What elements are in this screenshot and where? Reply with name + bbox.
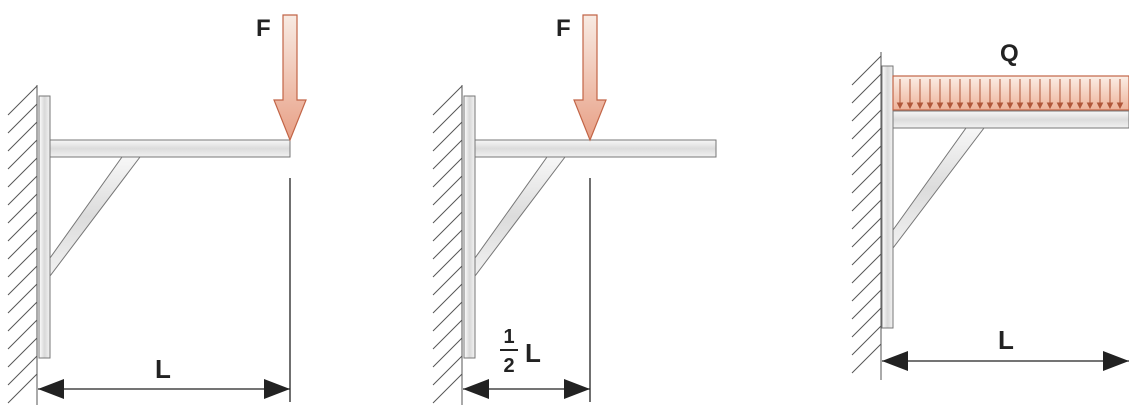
udl-arrow-head (1066, 102, 1074, 110)
udl-arrow-head (1096, 102, 1104, 110)
udl-arrow-head (1086, 102, 1094, 110)
dimension-label: L (525, 338, 541, 368)
udl-arrow-head (1106, 102, 1114, 110)
dimension-fraction-denominator: 2 (503, 355, 514, 377)
udl-arrow-head (936, 102, 944, 110)
wall-hatching (7, 85, 38, 405)
udl-arrow-head (1076, 102, 1084, 110)
udl-arrow-head (926, 102, 934, 110)
dimension-arrowhead-right (264, 379, 290, 399)
wall-hatching (432, 85, 463, 405)
udl-arrow-head (956, 102, 964, 110)
udl-arrow-head (966, 102, 974, 110)
wall-plate (38, 95, 51, 359)
beam (474, 139, 717, 158)
load-label: F (556, 15, 571, 42)
udl-arrow-head (1056, 102, 1064, 110)
load-label: F (256, 15, 271, 42)
brace-strut (892, 127, 986, 250)
dimension-arrowhead-left (463, 379, 489, 399)
dimension-arrowhead-left (38, 379, 64, 399)
wall-plate (463, 95, 476, 359)
brace-strut (474, 156, 567, 278)
udl-arrow-head (1006, 102, 1014, 110)
dimension-arrowhead-right (1103, 351, 1129, 371)
udl-arrow-head (896, 102, 904, 110)
udl-arrow-head (916, 102, 924, 110)
point-load-arrow (573, 14, 607, 142)
load-label: Q (1000, 40, 1019, 67)
udl-arrow-head (1036, 102, 1044, 110)
udl-arrow-head (996, 102, 1004, 110)
diagram-1-cantilever-end-load: F L (7, 14, 307, 405)
udl-arrow-head (976, 102, 984, 110)
wall-plate (881, 65, 894, 329)
dimension-arrowhead-left (882, 351, 908, 371)
diagram-3-cantilever-distributed-load: Q L (851, 40, 1129, 380)
udl-arrow-head (986, 102, 994, 110)
udl-arrow-head (1116, 102, 1124, 110)
beam (49, 139, 291, 158)
distributed-load (892, 75, 1129, 111)
beam (892, 110, 1129, 129)
udl-arrow-head (906, 102, 914, 110)
udl-arrow-head (1046, 102, 1054, 110)
udl-arrow-head (1016, 102, 1024, 110)
udl-arrow-head (946, 102, 954, 110)
brace-strut (49, 156, 142, 278)
dimension-arrowhead-right (564, 379, 590, 399)
dimension-fraction-numerator: 1 (503, 326, 514, 348)
point-load-arrow (273, 14, 307, 142)
dimension-label: L (155, 354, 171, 384)
diagram-2-cantilever-mid-load: F 1 2 L (432, 14, 717, 405)
dimension-label: L (998, 325, 1014, 355)
udl-arrow-head (1026, 102, 1034, 110)
wall-hatching (851, 52, 882, 380)
